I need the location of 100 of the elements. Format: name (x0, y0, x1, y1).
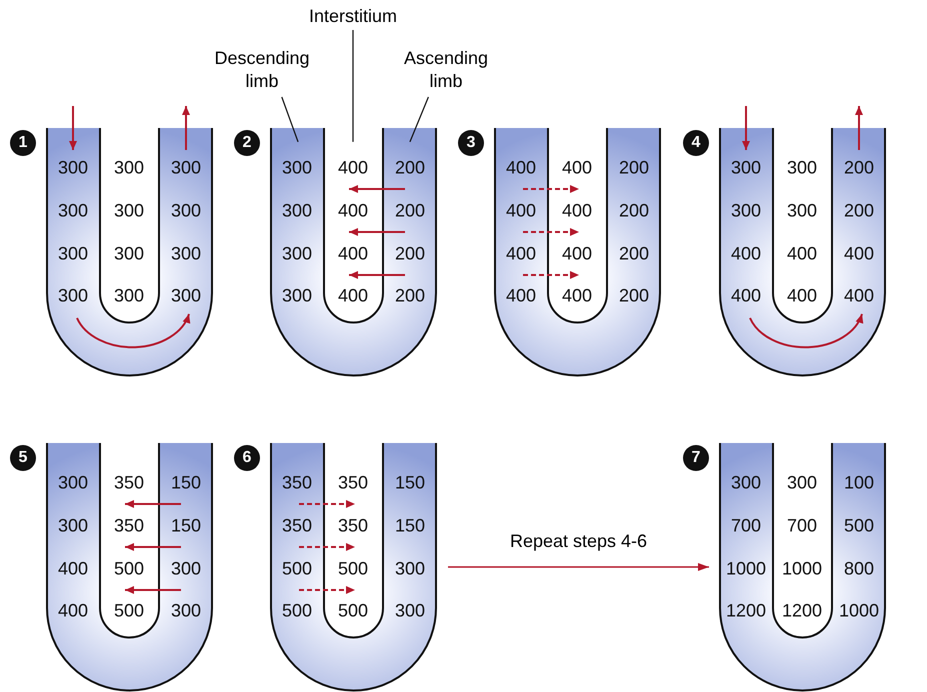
osmolality-value: 300 (170, 200, 202, 222)
osmolality-value: 300 (114, 244, 144, 264)
step-number-badge: 2 (234, 130, 260, 156)
osmolality-value: 200 (394, 158, 426, 178)
osmolality-value: 300 (170, 286, 202, 306)
loop-drawing (271, 443, 436, 691)
osmolality-value: 400 (338, 158, 368, 178)
osmolality-value: 1000 (726, 558, 766, 580)
loop-drawing (720, 443, 885, 691)
osmolality-value: 400 (506, 158, 536, 178)
osmolality-value: 300 (170, 558, 202, 580)
osmolality-value: 400 (338, 244, 368, 264)
step-number-badge: 6 (234, 445, 260, 471)
osmolality-value: 1000 (838, 600, 880, 622)
osmolality-value: 400 (506, 200, 536, 222)
osmolality-value: 500 (114, 558, 144, 580)
osmolality-value: 300 (170, 158, 202, 178)
step-number-badge: 3 (458, 130, 484, 156)
step-number-badge: 5 (10, 445, 36, 471)
step-number-badge: 1 (10, 130, 36, 156)
osmolality-value: 300 (58, 286, 88, 306)
osmolality-value: 200 (844, 200, 874, 222)
osmolality-value: 300 (730, 200, 762, 222)
osmolality-value: 300 (58, 472, 88, 494)
part-label: Descending limb (207, 47, 317, 93)
osmolality-value: 200 (394, 244, 426, 264)
osmolality-value: 300 (282, 200, 312, 222)
osmolality-value: 1000 (782, 558, 822, 580)
osmolality-value: 500 (338, 600, 368, 622)
osmolality-value: 200 (618, 200, 650, 222)
osmolality-value: 300 (730, 158, 762, 178)
osmolality-value: 100 (844, 472, 874, 494)
leader-line (409, 96, 429, 142)
part-label: Ascending limb (391, 47, 501, 93)
osmolality-value: 150 (394, 472, 426, 494)
osmolality-value: 200 (394, 286, 426, 306)
osmolality-value: 300 (282, 286, 312, 306)
osmolality-value: 350 (282, 516, 312, 536)
osmolality-value: 300 (114, 158, 144, 178)
osmolality-value: 700 (786, 516, 818, 536)
osmolality-value: 400 (58, 558, 88, 580)
osmolality-value: 400 (844, 244, 874, 264)
osmolality-value: 400 (562, 200, 592, 222)
osmolality-value: 300 (282, 158, 312, 178)
osmolality-value: 350 (338, 472, 368, 494)
osmolality-value: 200 (618, 286, 650, 306)
osmolality-value: 300 (394, 600, 426, 622)
osmolality-value: 400 (506, 286, 536, 306)
osmolality-value: 150 (170, 516, 202, 536)
loop-drawing (495, 128, 660, 376)
osmolality-value: 400 (562, 158, 592, 178)
osmolality-value: 400 (730, 244, 762, 264)
loop-drawing (47, 443, 212, 691)
osmolality-value: 400 (730, 286, 762, 306)
osmolality-value: 400 (562, 286, 592, 306)
osmolality-value: 300 (58, 200, 88, 222)
osmolality-value: 300 (786, 472, 818, 494)
osmolality-value: 800 (844, 558, 874, 580)
osmolality-value: 400 (786, 244, 818, 264)
osmolality-value: 300 (58, 244, 88, 264)
osmolality-value: 400 (506, 244, 536, 264)
osmolality-value: 300 (786, 200, 818, 222)
osmolality-value: 300 (58, 516, 88, 536)
step-number-badge: 7 (683, 445, 709, 471)
osmolality-value: 300 (58, 158, 88, 178)
osmolality-value: 350 (338, 516, 368, 536)
osmolality-value: 700 (730, 516, 762, 536)
osmolality-value: 500 (114, 600, 144, 622)
osmolality-value: 350 (282, 472, 312, 494)
osmolality-value: 150 (170, 472, 202, 494)
osmolality-value: 300 (786, 158, 818, 178)
osmolality-value: 200 (618, 158, 650, 178)
osmolality-value: 400 (338, 200, 368, 222)
osmolality-value: 300 (114, 200, 144, 222)
osmolality-value: 300 (170, 600, 202, 622)
part-label: Interstitium (293, 5, 413, 28)
osmolality-value: 500 (282, 558, 312, 580)
osmolality-value: 500 (282, 600, 312, 622)
loop-drawing (271, 128, 436, 376)
osmolality-value: 400 (562, 244, 592, 264)
osmolality-value: 300 (730, 472, 762, 494)
osmolality-value: 1200 (726, 600, 766, 622)
osmolality-value: 200 (618, 244, 650, 264)
osmolality-value: 400 (786, 286, 818, 306)
osmolality-value: 200 (844, 158, 874, 178)
osmolality-value: 300 (394, 558, 426, 580)
osmolality-value: 300 (282, 244, 312, 264)
osmolality-value: 1200 (782, 600, 822, 622)
osmolality-value: 400 (844, 286, 874, 306)
osmolality-value: 350 (114, 472, 144, 494)
leader-line (352, 30, 354, 142)
osmolality-value: 300 (170, 244, 202, 264)
step-number-badge: 4 (683, 130, 709, 156)
osmolality-value: 200 (394, 200, 426, 222)
osmolality-value: 500 (844, 516, 874, 536)
osmolality-value: 150 (394, 516, 426, 536)
leader-line (281, 96, 299, 142)
osmolality-value: 400 (58, 600, 88, 622)
arrow (448, 563, 709, 571)
osmolality-value: 500 (338, 558, 368, 580)
